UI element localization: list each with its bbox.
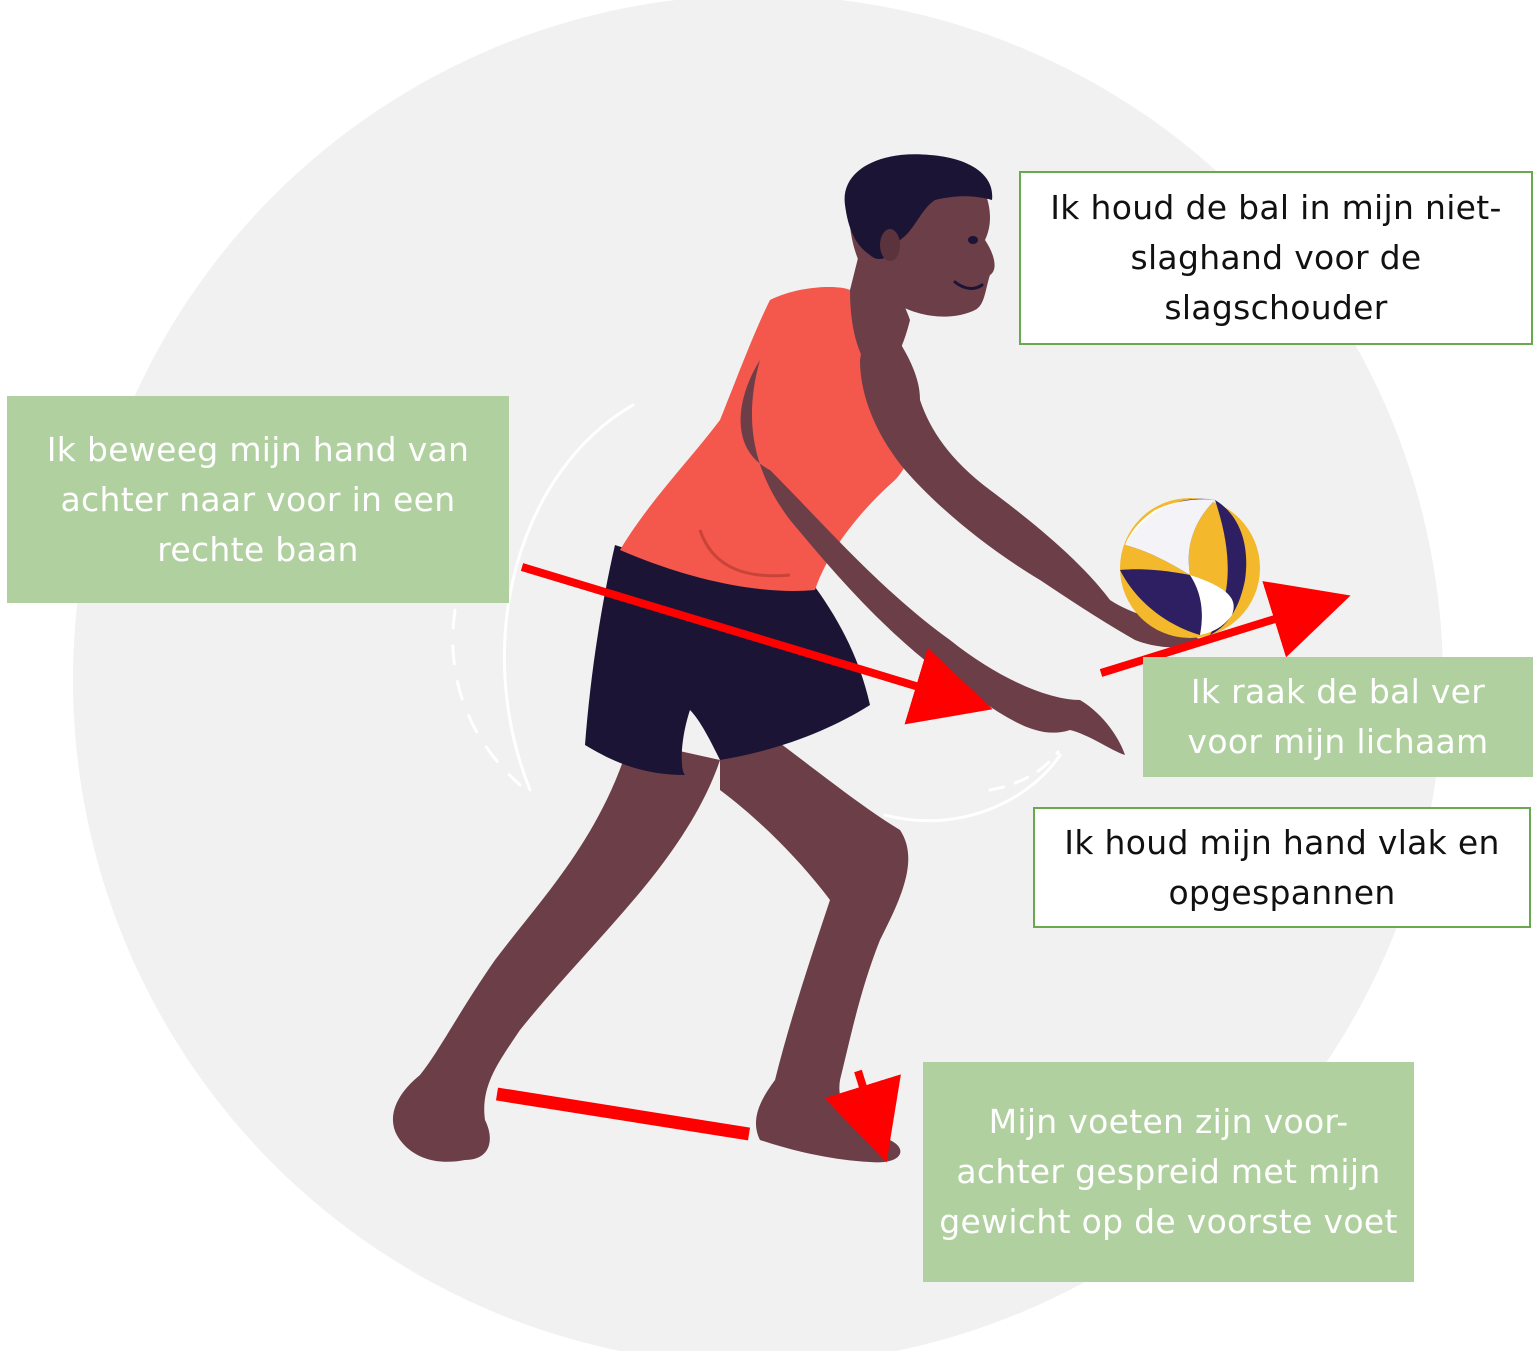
ball-direction-arrow <box>1099 581 1351 677</box>
motion-arc-lines <box>451 403 1062 823</box>
callout-hand-path: Ik beweeg mijn hand van achter naar voor… <box>7 396 509 603</box>
callout-hand-flat: Ik houd mijn hand vlak en opgespannen <box>1033 807 1531 928</box>
volleyball-icon <box>1120 498 1260 638</box>
front-leg <box>720 700 909 1163</box>
shorts <box>585 545 870 775</box>
annotation-arrows <box>495 563 1351 1163</box>
swing-direction-arrow <box>520 563 993 725</box>
callout-contact-point-text: Ik raak de bal ver voor mijn lichaam <box>1187 672 1489 761</box>
callout-ball-hold: Ik houd de bal in mijn niet-slaghand voo… <box>1019 171 1533 345</box>
player-figure <box>392 154 1200 1163</box>
callout-hand-path-text: Ik beweeg mijn hand van achter naar voor… <box>46 429 470 569</box>
back-arm <box>740 360 1125 755</box>
weight-down-arrow <box>824 1069 901 1163</box>
callout-hand-flat-text: Ik houd mijn hand vlak en opgespannen <box>1064 822 1500 912</box>
callout-contact-point: Ik raak de bal ver voor mijn lichaam <box>1143 657 1533 777</box>
neck <box>850 250 910 373</box>
hair <box>844 154 993 260</box>
foot-stance-line <box>495 1087 751 1141</box>
tank-top <box>620 287 917 591</box>
callout-feet-stance: Mijn voeten zijn voor-achter gespreid me… <box>923 1062 1414 1282</box>
back-leg <box>392 740 720 1162</box>
callout-ball-hold-text: Ik houd de bal in mijn niet-slaghand voo… <box>1050 188 1502 327</box>
callout-feet-stance-text: Mijn voeten zijn voor-achter gespreid me… <box>939 1102 1398 1241</box>
